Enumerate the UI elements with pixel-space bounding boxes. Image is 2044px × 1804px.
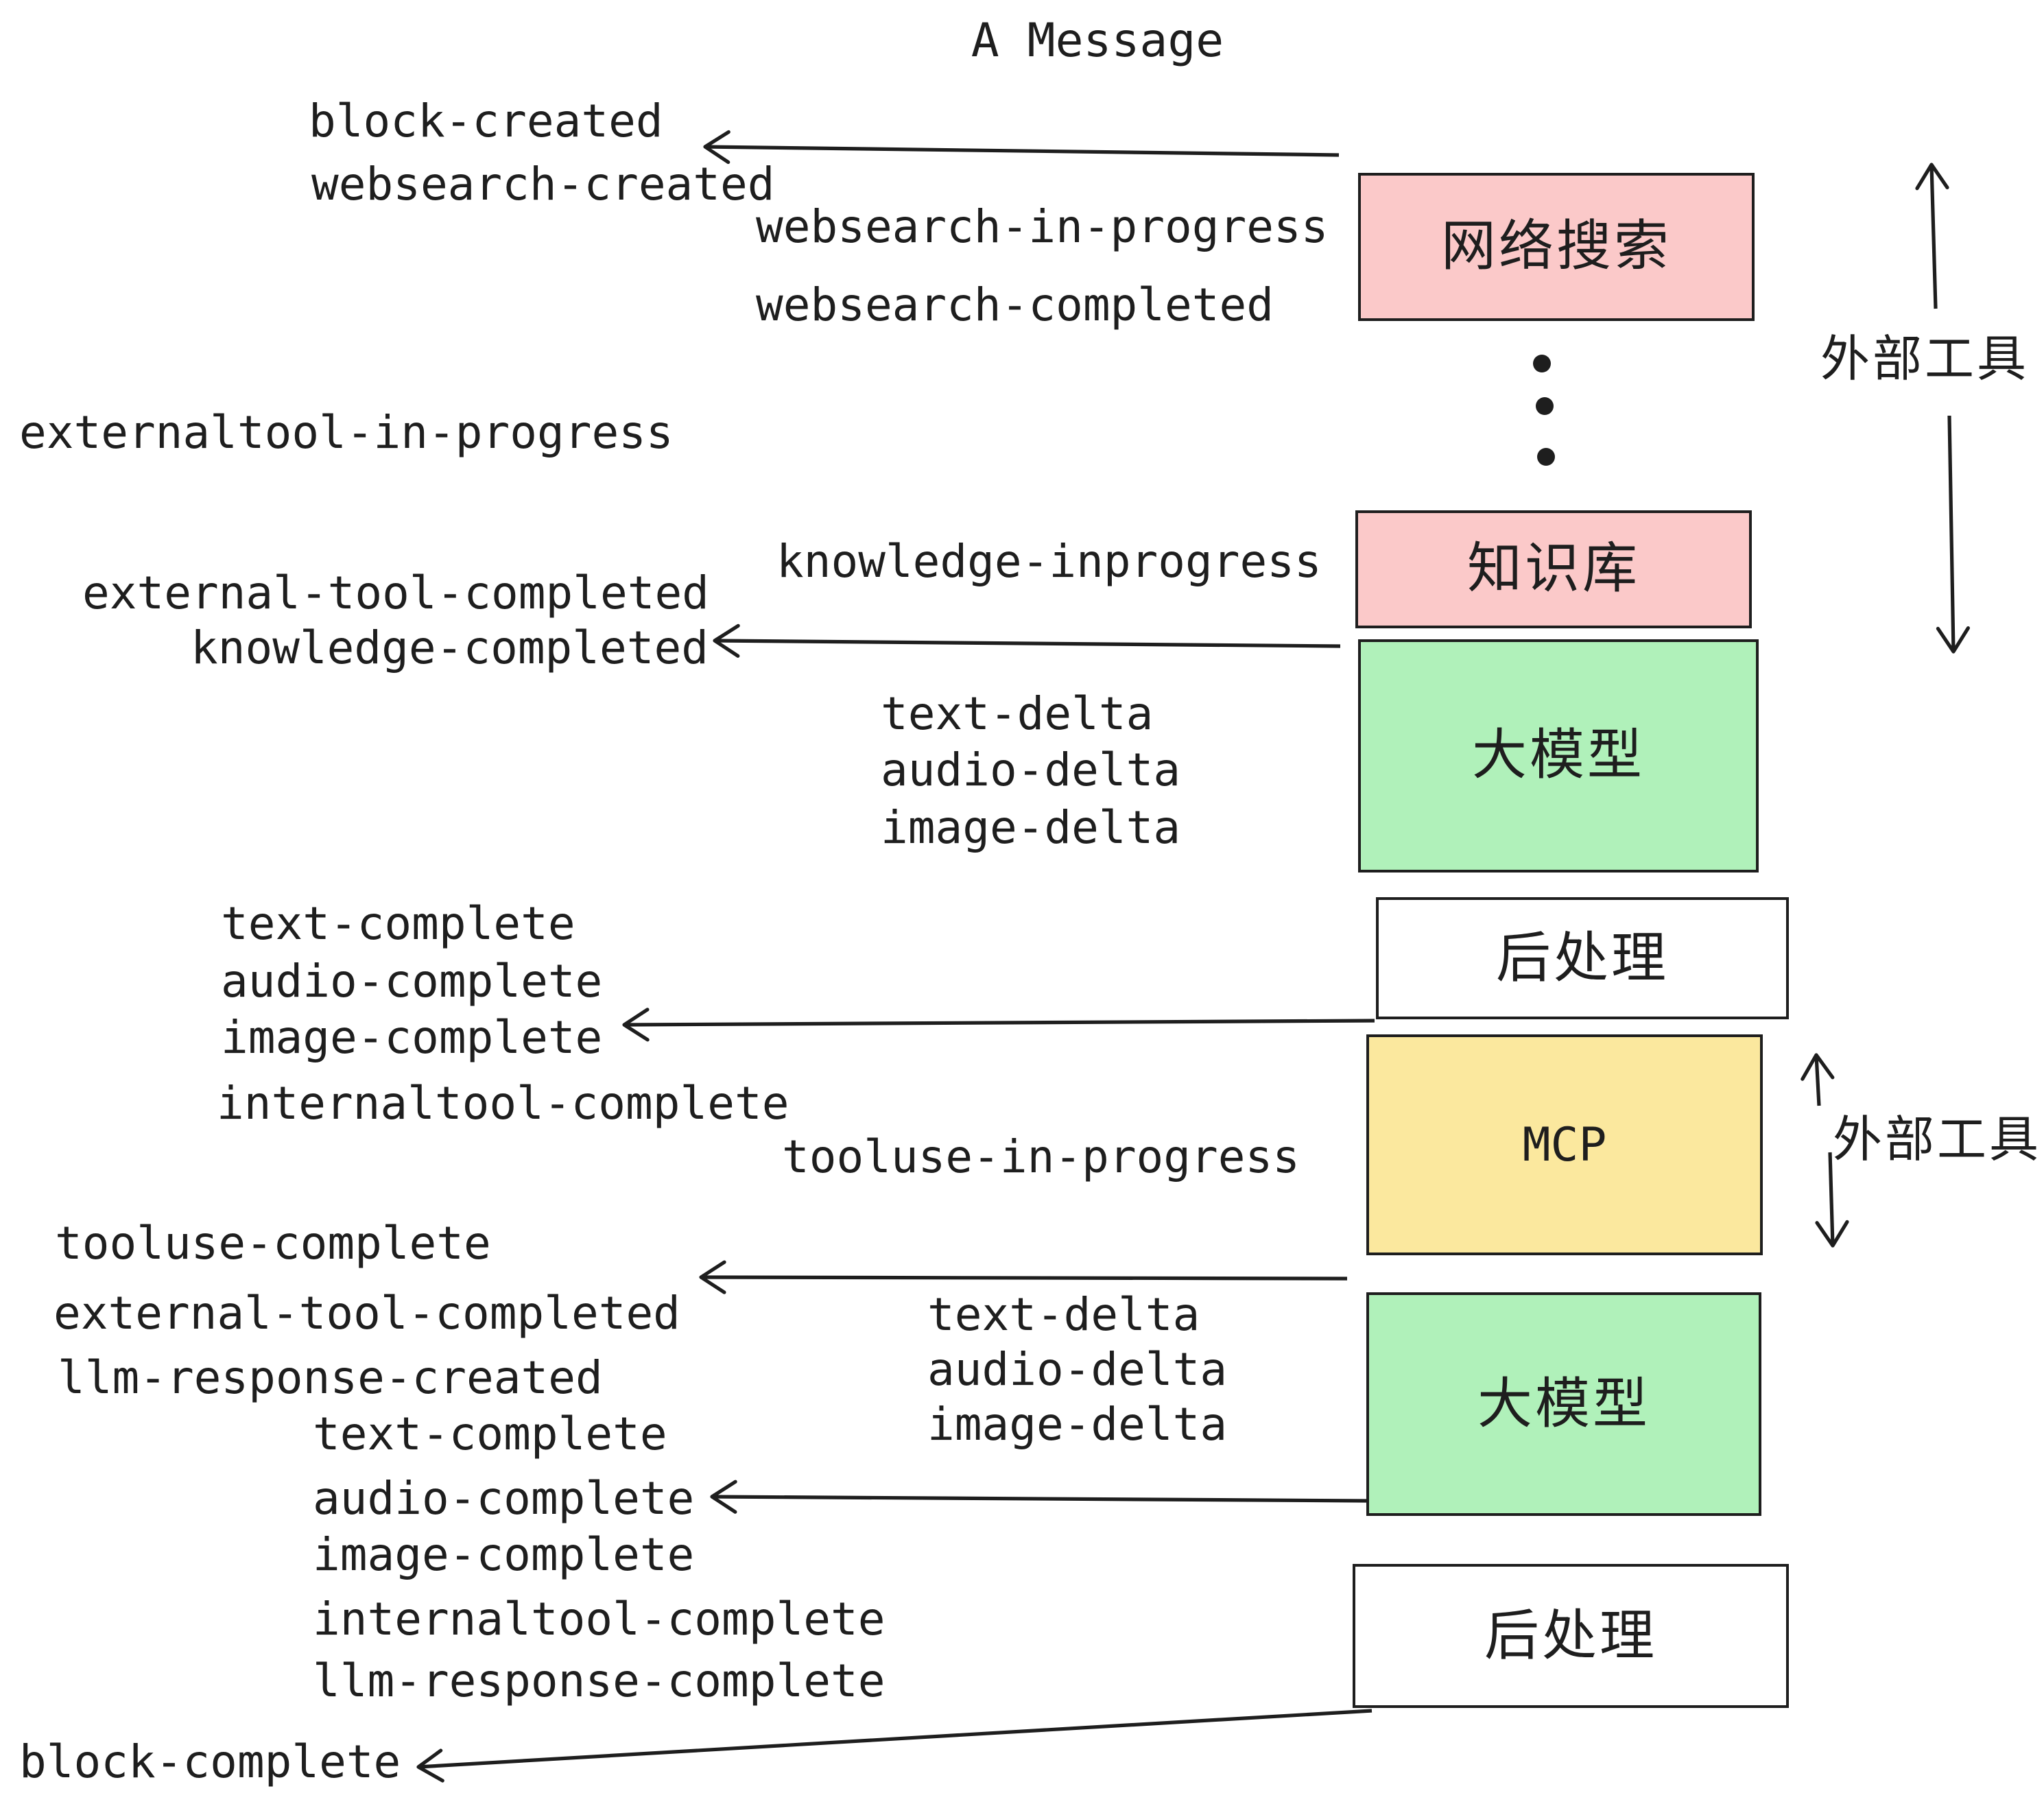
box-llm-2: 大模型 (1366, 1292, 1761, 1516)
event-text-complete-2: text-complete (313, 1407, 667, 1460)
event-llm-response-complete: llm-response-complete (313, 1654, 886, 1707)
event-externaltool-in-progress: externaltool-in-progress (19, 405, 674, 459)
box-postprocess-1: 后处理 (1376, 897, 1789, 1019)
event-knowledge-completed: knowledge-completed (191, 621, 709, 674)
event-text-delta-1: text-delta (881, 687, 1154, 740)
event-block-complete: block-complete (19, 1735, 401, 1788)
event-websearch-completed: websearch-completed (756, 278, 1274, 331)
box-llm-2-label: 大模型 (1477, 1374, 1650, 1434)
box-mcp: MCP (1366, 1034, 1763, 1255)
box-websearch-label: 网络搜索 (1441, 217, 1672, 277)
box-knowledge-label: 知识库 (1467, 539, 1640, 600)
box-postprocess-2: 后处理 (1353, 1564, 1789, 1708)
box-mcp-label: MCP (1522, 1117, 1607, 1172)
event-internaltool-complete-2: internaltool-complete (313, 1592, 886, 1646)
arrow-external-tools-down-1 (1936, 415, 1971, 654)
arrow-to-knowledge-completed (713, 624, 1341, 658)
event-knowledge-inprogress: knowledge-inprogress (776, 534, 1322, 588)
event-websearch-in-progress: websearch-in-progress (756, 200, 1329, 253)
box-llm-1: 大模型 (1358, 639, 1759, 873)
event-block-created: block-created (309, 94, 663, 147)
event-websearch-created: websearch-created (311, 157, 775, 211)
event-audio-delta-2: audio-delta (927, 1342, 1228, 1396)
event-tooluse-in-progress: tooluse-in-progress (782, 1130, 1300, 1183)
event-tooluse-complete: tooluse-complete (55, 1216, 491, 1270)
box-knowledge: 知识库 (1355, 510, 1752, 628)
event-text-delta-2: text-delta (927, 1287, 1200, 1341)
arrow-external-tools-up-2 (1801, 1053, 1835, 1106)
event-audio-complete-2: audio-complete (313, 1471, 695, 1525)
box-websearch: 网络搜索 (1358, 173, 1755, 321)
arrow-post2-to-block-complete (416, 1709, 1372, 1783)
box-postprocess-1-label: 后处理 (1496, 928, 1669, 988)
diagram-title: A Message (971, 14, 1224, 69)
external-tools-label-1: 外部工具 (1820, 331, 2030, 387)
arrow-websearch-to-block-created (703, 130, 1340, 165)
arrow-mcp-to-tooluse-complete (699, 1260, 1348, 1294)
arrow-llm2-to-audio-complete (710, 1480, 1367, 1514)
event-audio-delta-1: audio-delta (881, 743, 1181, 796)
event-llm-response-created: llm-response-created (58, 1351, 603, 1404)
event-image-complete-1: image-complete (221, 1010, 603, 1064)
box-llm-1-label: 大模型 (1472, 726, 1645, 786)
event-image-delta-2: image-delta (927, 1397, 1228, 1451)
ellipsis-dots (1533, 355, 1555, 466)
arrow-post1-to-complete-list (622, 1008, 1375, 1042)
event-internaltool-complete-1: internaltool-complete (217, 1076, 789, 1130)
external-tools-label-2: 外部工具 (1832, 1111, 2042, 1167)
event-image-complete-2: image-complete (313, 1528, 695, 1581)
event-image-delta-1: image-delta (881, 800, 1181, 854)
box-postprocess-2-label: 后处理 (1484, 1606, 1657, 1666)
arrow-external-tools-up-1 (1915, 163, 1949, 309)
event-external-tool-completed-2: external-tool-completed (54, 1286, 680, 1340)
event-text-complete-1: text-complete (221, 897, 575, 950)
event-audio-complete-1: audio-complete (221, 954, 603, 1008)
event-external-tool-completed-1: external-tool-completed (82, 566, 709, 619)
